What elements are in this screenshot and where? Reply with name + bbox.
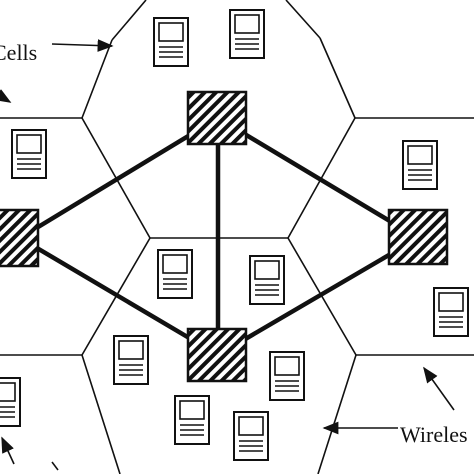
wireless-diagonal-arrow: [423, 366, 455, 411]
terminal-icon: [157, 249, 193, 299]
base-stations: [0, 90, 449, 383]
cell-edge-top-hex-right: [319, 37, 356, 119]
terminal-icon: [402, 140, 438, 190]
base-station-left: [0, 208, 40, 268]
upper-left-arrow: [0, 89, 12, 103]
cell-edge-top-right: [285, 0, 321, 39]
terminal-icon: [249, 255, 285, 305]
cell-edge-bottom-right: [317, 354, 357, 474]
terminal-icon: [433, 287, 469, 337]
bottom-left-partial-glyph: [51, 461, 59, 471]
link-left-bottom: [17, 235, 221, 358]
terminal-icon: [174, 395, 210, 445]
base-station-bottom: [186, 327, 248, 383]
terminal-icon: [233, 411, 269, 461]
cell-edge-top-left: [111, 0, 147, 41]
cell-edge-top-hex-left: [81, 39, 113, 119]
cells-label: Cells: [0, 40, 37, 65]
cells-arrow: [51, 39, 114, 52]
terminal-icon: [113, 335, 149, 385]
bottom-left-arrow: [1, 436, 15, 465]
terminal-icon: [269, 351, 305, 401]
base-station-top: [186, 90, 248, 146]
link-top-right: [215, 115, 421, 241]
terminal-icon: [153, 17, 189, 67]
wireless-label: Wireles: [400, 422, 468, 447]
base-station-right: [387, 208, 449, 266]
backbone-links: [17, 115, 421, 358]
terminal-icon: [0, 377, 21, 427]
link-left-top: [17, 115, 221, 241]
terminal-icon: [229, 9, 265, 59]
terminal-icon: [11, 129, 47, 179]
annotations: Cells Wireles: [0, 39, 468, 471]
cell-edge-bottom-left: [81, 354, 121, 474]
link-bottom-right: [215, 235, 421, 358]
